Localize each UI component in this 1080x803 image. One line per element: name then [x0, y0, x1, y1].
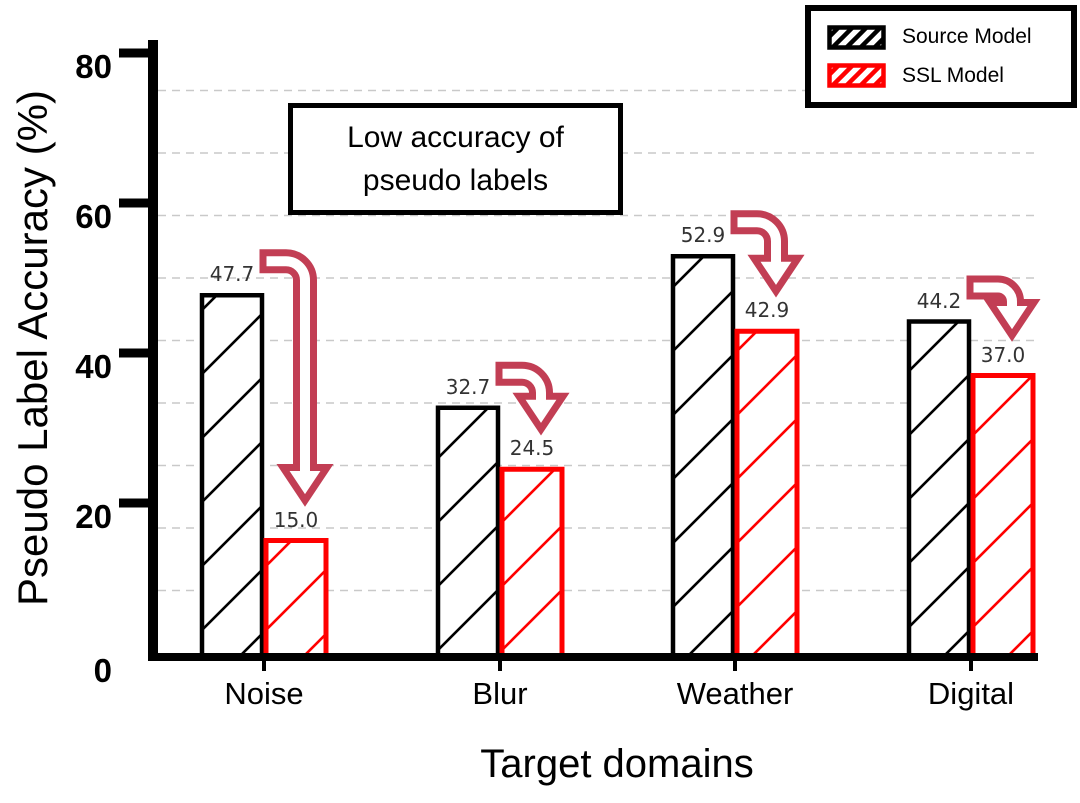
- axes: [119, 40, 1038, 671]
- legend-label-source-model: Source Model: [902, 25, 1032, 49]
- drop-arrow-digital: [966, 275, 1041, 342]
- drop-arrows: [259, 210, 1041, 507]
- legend-label-ssl-model: SSL Model: [902, 63, 1004, 87]
- x-tick-weather: [733, 661, 737, 671]
- bar-ssl-blur: [499, 466, 565, 660]
- bars: [199, 254, 1036, 660]
- y-tick-40: [119, 348, 153, 358]
- x-axis-spine: [148, 653, 1038, 661]
- legend: Source Model SSL Model: [805, 5, 1077, 108]
- legend-item-source-model: Source Model: [827, 24, 1071, 50]
- bar-source-digital: [906, 319, 972, 660]
- bar-ssl-weather: [734, 328, 800, 660]
- y-tick-20: [119, 498, 153, 508]
- x-tick-digital: [969, 661, 973, 671]
- legend-item-ssl-model: SSL Model: [827, 63, 1071, 89]
- y-tick-60: [119, 198, 153, 208]
- legend-swatch-source-hatched: [827, 24, 886, 50]
- bar-ssl-digital: [970, 373, 1036, 660]
- bar-ssl-noise: [263, 538, 329, 660]
- legend-swatch-ssl-hatched: [827, 63, 886, 89]
- x-tick-blur: [498, 661, 502, 671]
- annotation-line-1: Low accuracy of: [347, 120, 564, 154]
- x-tick-noise: [262, 661, 266, 671]
- annotation-line-2: pseudo labels: [362, 164, 549, 197]
- drop-arrow-noise: [259, 249, 334, 507]
- y-tick-80: [119, 48, 153, 58]
- drop-arrow-blur: [495, 361, 570, 436]
- drop-arrow-weather: [730, 210, 805, 298]
- bar-source-noise: [199, 293, 265, 660]
- bar-source-weather: [670, 254, 736, 660]
- bar-source-blur: [435, 405, 501, 660]
- annotation-box: Low accuracy of pseudo labels: [288, 103, 623, 215]
